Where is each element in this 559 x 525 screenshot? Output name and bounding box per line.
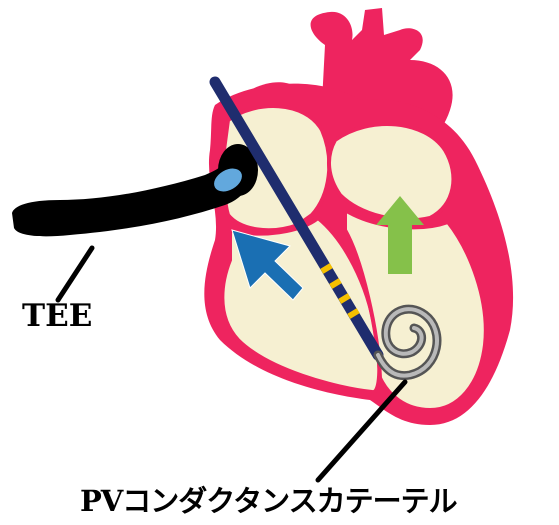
tee-leader-line <box>58 248 92 300</box>
tee-label: TEE <box>22 298 92 334</box>
catheter-label: PVコンダクタンスカテーテル <box>80 478 457 520</box>
heart-illustration <box>204 8 513 425</box>
